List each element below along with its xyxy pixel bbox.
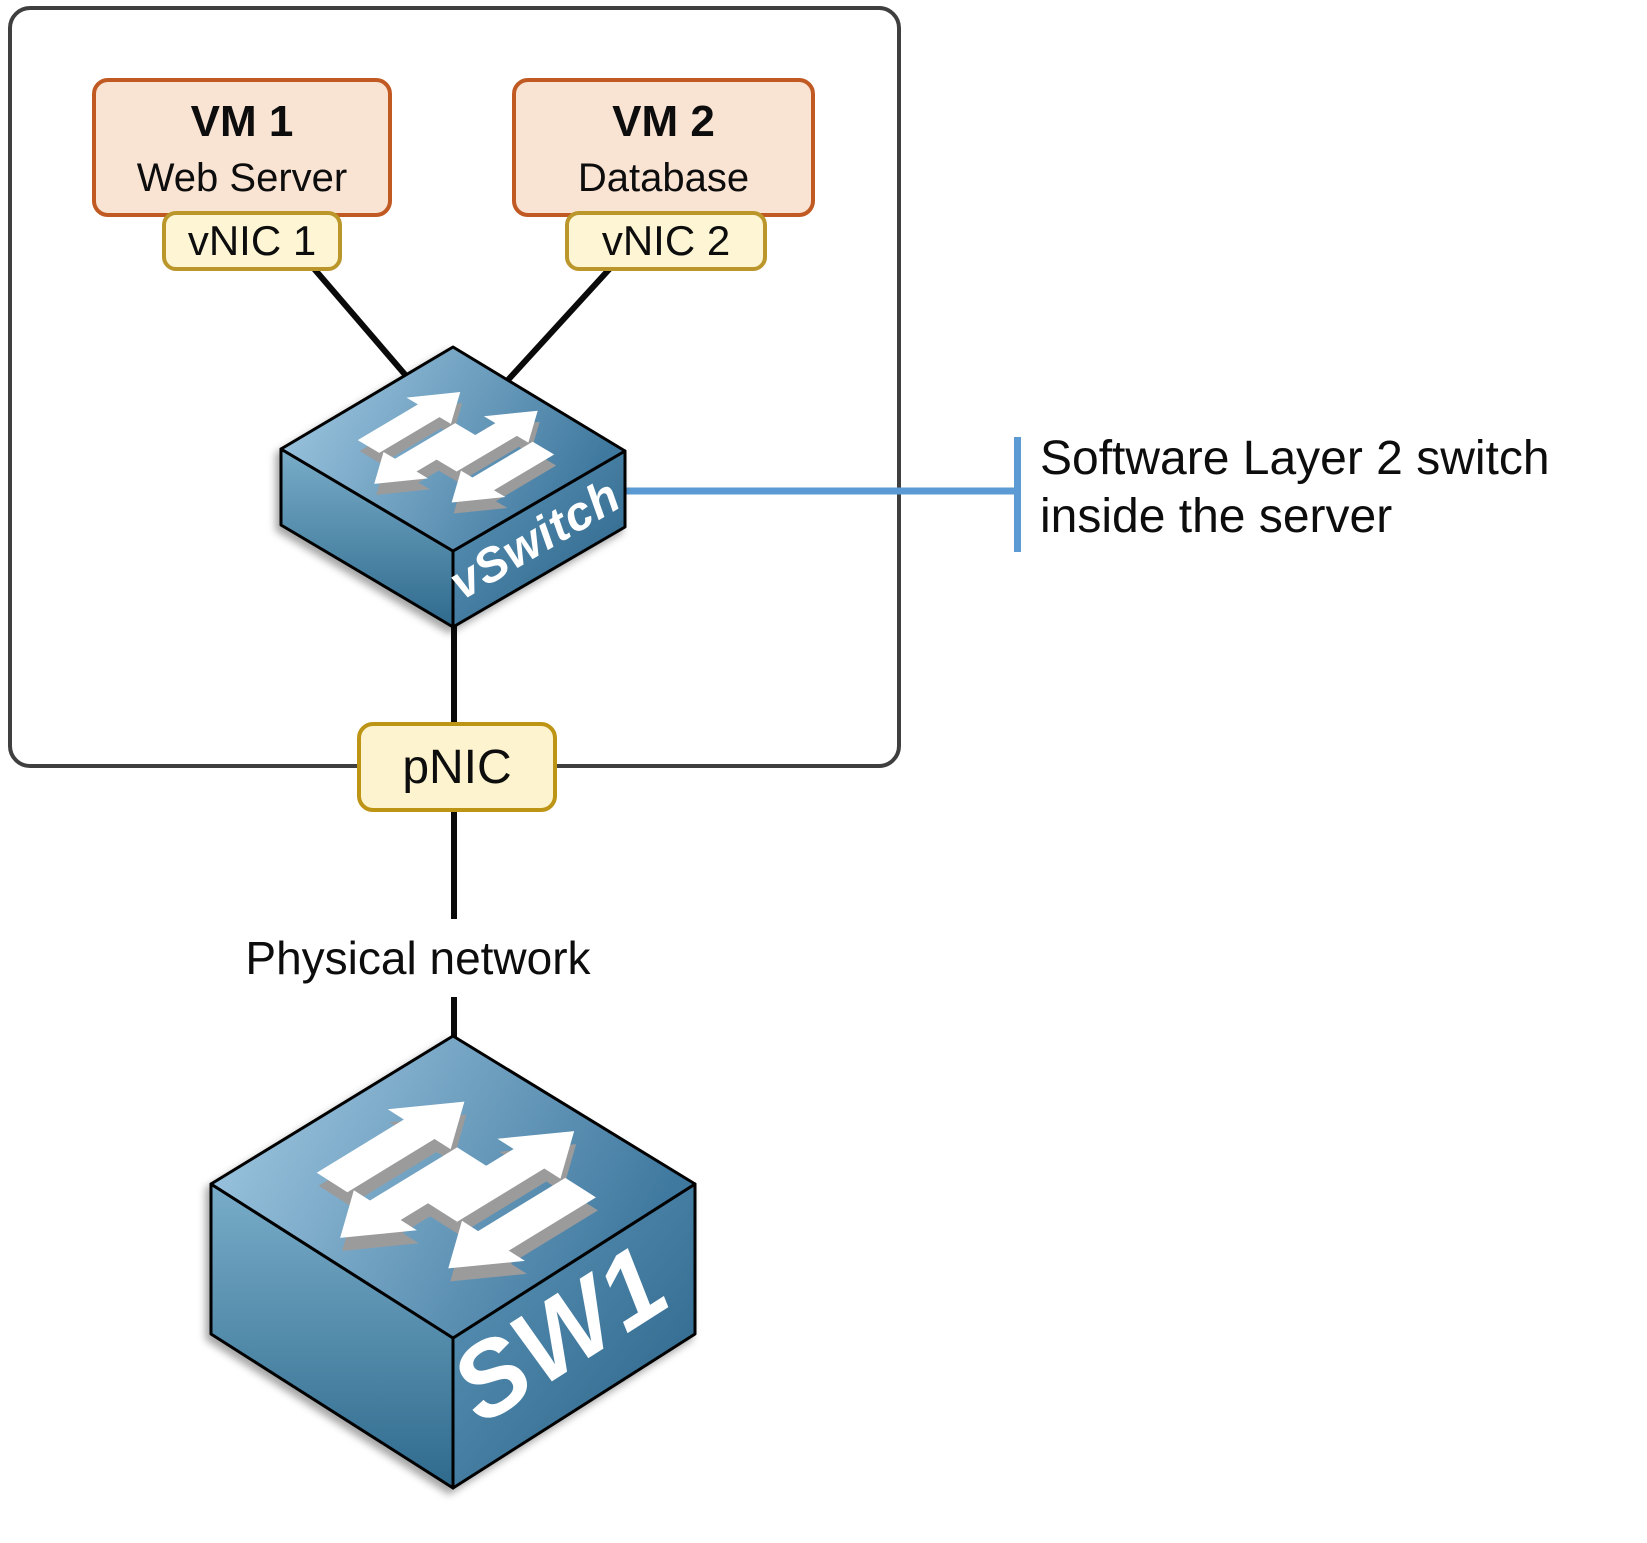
vnic1-badge: vNIC 1: [162, 211, 342, 271]
vm1-box: VM 1 Web Server: [92, 78, 392, 217]
vm2-title: VM 2: [612, 97, 715, 146]
vnic2-to-vswitch-link: [494, 261, 617, 395]
vnic1-to-vswitch-link: [307, 262, 423, 394]
vnic2-label: vNIC 2: [601, 217, 731, 264]
pnic-label: pNIC: [402, 740, 512, 794]
annotation-terminator-bar: [1014, 437, 1021, 552]
vm2-box: VM 2 Database: [512, 78, 815, 217]
vswitch-icon: vSwitch: [279, 345, 630, 629]
annotation-text: Software Layer 2 switch inside the serve…: [1040, 430, 1550, 546]
physical-switch-icon: SW1: [209, 1034, 697, 1490]
annotation-line1: Software Layer 2 switch: [1040, 432, 1550, 485]
vnic1-label: vNIC 1: [187, 217, 317, 264]
vnic2-badge: vNIC 2: [565, 211, 767, 271]
physical-network-label: Physical network: [226, 919, 610, 997]
vm1-title: VM 1: [190, 97, 294, 146]
vm1-subtitle: Web Server: [136, 156, 348, 200]
annotation-line2: inside the server: [1040, 490, 1393, 543]
vm2-subtitle: Database: [577, 156, 750, 200]
pnic-badge: pNIC: [357, 722, 557, 812]
